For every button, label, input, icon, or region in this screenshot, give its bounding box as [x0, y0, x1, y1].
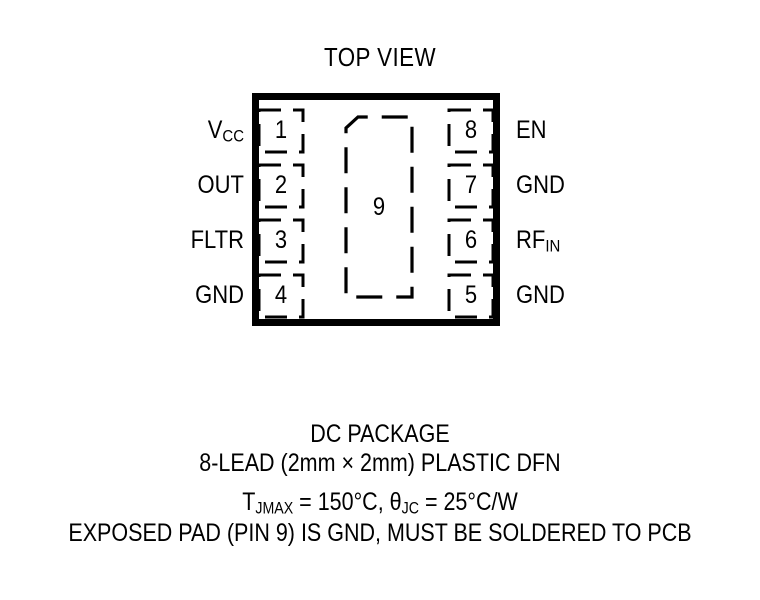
pin-label-vcc-main: V — [207, 116, 223, 144]
pin-number-5: 5 — [464, 281, 478, 309]
pin-label-gnd-right-lower: GND — [516, 283, 710, 308]
pin-label-fltr: FLTR — [68, 228, 244, 253]
pin-number-1: 1 — [274, 116, 288, 144]
pin-label-gnd-right-lower-main: GND — [516, 281, 565, 309]
pin-pad-6 — [447, 218, 495, 264]
diagram-title: TOP VIEW — [324, 42, 436, 72]
pin-label-en: EN — [516, 118, 710, 143]
pin-label-fltr-main: FLTR — [190, 226, 244, 254]
caption-tjmax-symbol: T — [242, 488, 256, 516]
pin-label-en-main: EN — [516, 116, 547, 144]
pin-number-6: 6 — [464, 226, 478, 254]
pin-number-8: 8 — [464, 116, 478, 144]
caption-lead-count-size: 8-LEAD (2mm × 2mm) PLASTIC DFN — [199, 449, 561, 477]
caption-exposed-pad-note: EXPOSED PAD (PIN 9) IS GND, MUST BE SOLD… — [68, 519, 692, 547]
pin-number-7: 7 — [464, 171, 478, 199]
pin-label-rfin-main: RF — [516, 226, 546, 254]
pin-label-gnd-left: GND — [68, 283, 244, 308]
pin-label-rfin-sub: IN — [545, 236, 561, 256]
caption-package-name: DC PACKAGE — [310, 420, 450, 448]
caption-tjmax-subscript: JMAX — [255, 499, 294, 518]
pin-number-4: 4 — [274, 281, 288, 309]
caption-thermal-end: = 25°C/W — [418, 488, 518, 516]
pin-label-out: OUT — [68, 173, 244, 198]
pin-label-rfin: RFIN — [516, 228, 710, 259]
exposed-pad-outline — [344, 115, 414, 299]
pin-pad-5 — [447, 273, 495, 319]
pin-pad-7 — [447, 163, 495, 209]
caption-thermal-middle: = 150°C, θ — [293, 488, 402, 516]
pin-label-gnd-left-main: GND — [195, 281, 244, 309]
caption-thermal-data: TJMAX = 150°C, θJC = 25°C/W — [53, 488, 707, 524]
pin-label-gnd-right-upper-main: GND — [516, 171, 565, 199]
pin-number-3: 3 — [274, 226, 288, 254]
pin-number-2: 2 — [274, 171, 288, 199]
caption-thetajc-subscript: JC — [401, 499, 419, 518]
pin-label-out-main: OUT — [197, 171, 244, 199]
pin-pad-8 — [447, 108, 495, 154]
pin-label-gnd-right-upper: GND — [516, 173, 710, 198]
exposed-pad-number: 9 — [372, 193, 386, 221]
pin-label-vcc-sub: CC — [222, 126, 244, 146]
pin-label-vcc: VCC — [68, 118, 244, 149]
